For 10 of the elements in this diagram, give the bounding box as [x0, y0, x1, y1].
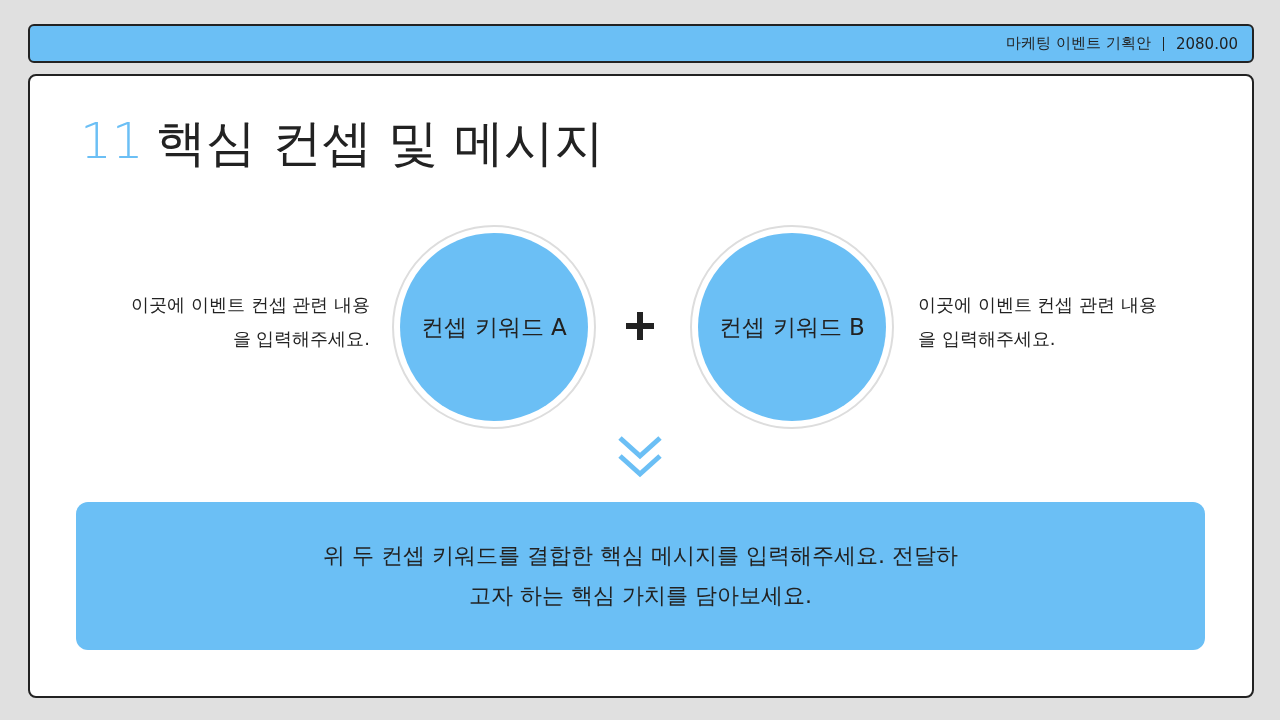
keyword-text: 컨셉 키워드 A [420, 313, 568, 342]
description-text: 이곳에 이벤트 컨셉 관련 내용을 입력해주세요. [918, 293, 1158, 351]
description-text: 이곳에 이벤트 컨셉 관련 내용을 입력해주세요. [130, 293, 370, 351]
message-panel [76, 502, 1205, 650]
message-text: 위 두 컨셉 키워드를 결합한 핵심 메시지를 입력해주세요. 전달하고자 하는 핵심 가치를 담아보세요. [322, 542, 959, 610]
slide-title: 핵심 컨셉 및 메시지 [156, 113, 604, 174]
document-title: 마케팅 이벤트 기획안 [1006, 34, 1151, 53]
section-number: 11 [80, 112, 144, 170]
document-number: 2080.00 [1175, 34, 1238, 53]
keyword-text: 컨셉 키워드 B [718, 313, 866, 342]
